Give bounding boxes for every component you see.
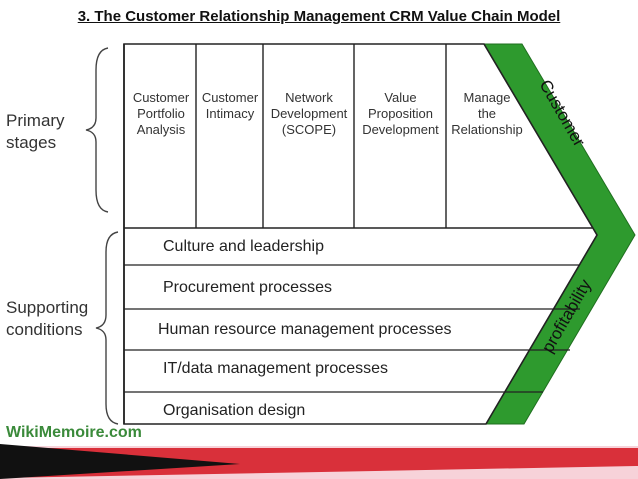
stage-customer-intimacy: Customer Intimacy <box>201 90 259 121</box>
condition-it-data-management: IT/data management processes <box>163 360 389 377</box>
supporting-conditions-label: Supporting conditions <box>6 298 89 339</box>
stage-value-proposition-development: Value Proposition Development <box>362 90 439 137</box>
stage-manage-the-relationship: Manage the Relationship <box>451 90 523 137</box>
condition-culture-leadership: Culture and leadership <box>163 238 324 255</box>
condition-hr-management: Human resource management processes <box>158 321 452 338</box>
condition-organisation-design: Organisation design <box>163 402 306 419</box>
primary-brace <box>85 47 109 213</box>
stage-customer-portfolio-analysis: Customer Portfolio Analysis <box>132 90 190 137</box>
footer-red-stripe <box>0 448 638 478</box>
slide-title: 3. The Customer Relationship Management … <box>77 8 561 25</box>
footer-dark-stripe <box>0 444 240 479</box>
condition-procurement: Procurement processes <box>163 279 332 296</box>
supporting-brace <box>95 231 119 425</box>
stage-network-development: Network Development (SCOPE) <box>270 90 348 137</box>
watermark-logo: WikiMemoire.com <box>6 424 142 441</box>
primary-stages-label: Primary stages <box>6 111 65 152</box>
